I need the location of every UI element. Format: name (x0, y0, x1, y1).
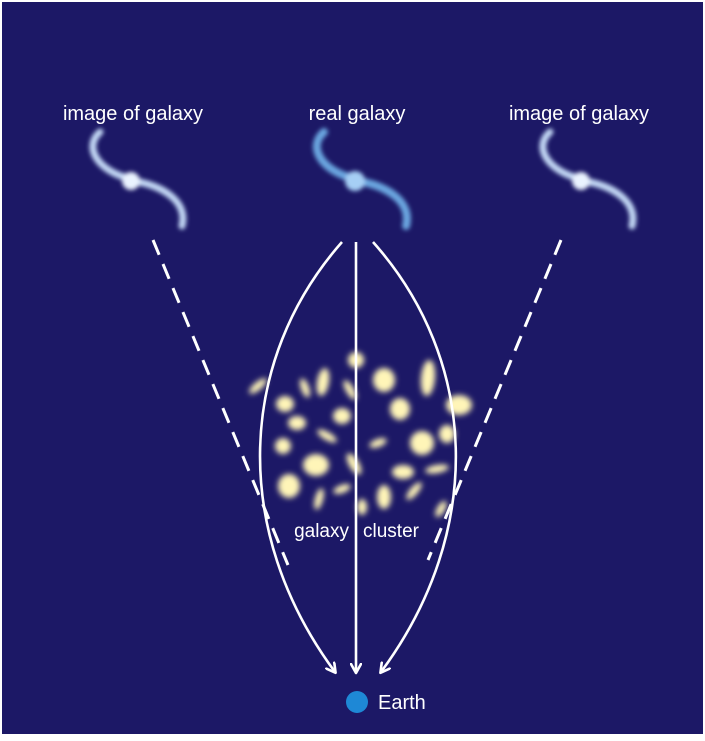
cluster-galaxy (410, 431, 434, 455)
cluster-galaxy (249, 378, 267, 394)
cluster-galaxy (278, 474, 300, 498)
cluster-galaxy (392, 465, 414, 479)
cluster-galaxy (343, 380, 357, 400)
cluster-galaxy (439, 425, 455, 443)
cluster-galaxy (333, 484, 351, 494)
cluster-galaxy (303, 454, 329, 476)
label-image-of-galaxy-left: image of galaxy (63, 103, 203, 125)
cluster-galaxy (435, 500, 447, 518)
label-earth: Earth (378, 692, 426, 714)
cluster-galaxy (288, 416, 306, 430)
real-galaxy (312, 128, 411, 230)
cluster-galaxy (377, 485, 391, 509)
cluster-galaxy (357, 499, 367, 515)
cluster-galaxy (317, 429, 337, 443)
light-ray-left (258, 241, 343, 672)
image-galaxy-right (539, 128, 637, 230)
label-image-of-galaxy-right: image of galaxy (509, 103, 649, 125)
cluster-galaxy (406, 482, 422, 500)
apparent-ray-right (426, 239, 563, 561)
cluster-galaxy (369, 438, 387, 448)
cluster-galaxy (275, 438, 291, 454)
cluster-galaxy (333, 408, 351, 424)
cluster-galaxy (390, 398, 410, 420)
light-ray-right (372, 241, 458, 672)
label-galaxy: galaxy (294, 521, 349, 542)
cluster-galaxy (314, 488, 324, 510)
cluster-galaxy (425, 464, 449, 474)
earth-dot (346, 691, 368, 713)
cluster-galaxy (346, 453, 362, 475)
cluster-galaxy (276, 396, 294, 412)
image-galaxy-left (89, 128, 187, 230)
cluster-galaxy (420, 360, 436, 396)
label-cluster: cluster (363, 521, 420, 542)
cluster-galaxy (299, 378, 311, 398)
cluster-galaxy (316, 368, 330, 396)
label-real-galaxy: real galaxy (309, 103, 406, 125)
cluster-galaxy (373, 368, 395, 392)
galaxy-cluster (249, 352, 472, 518)
